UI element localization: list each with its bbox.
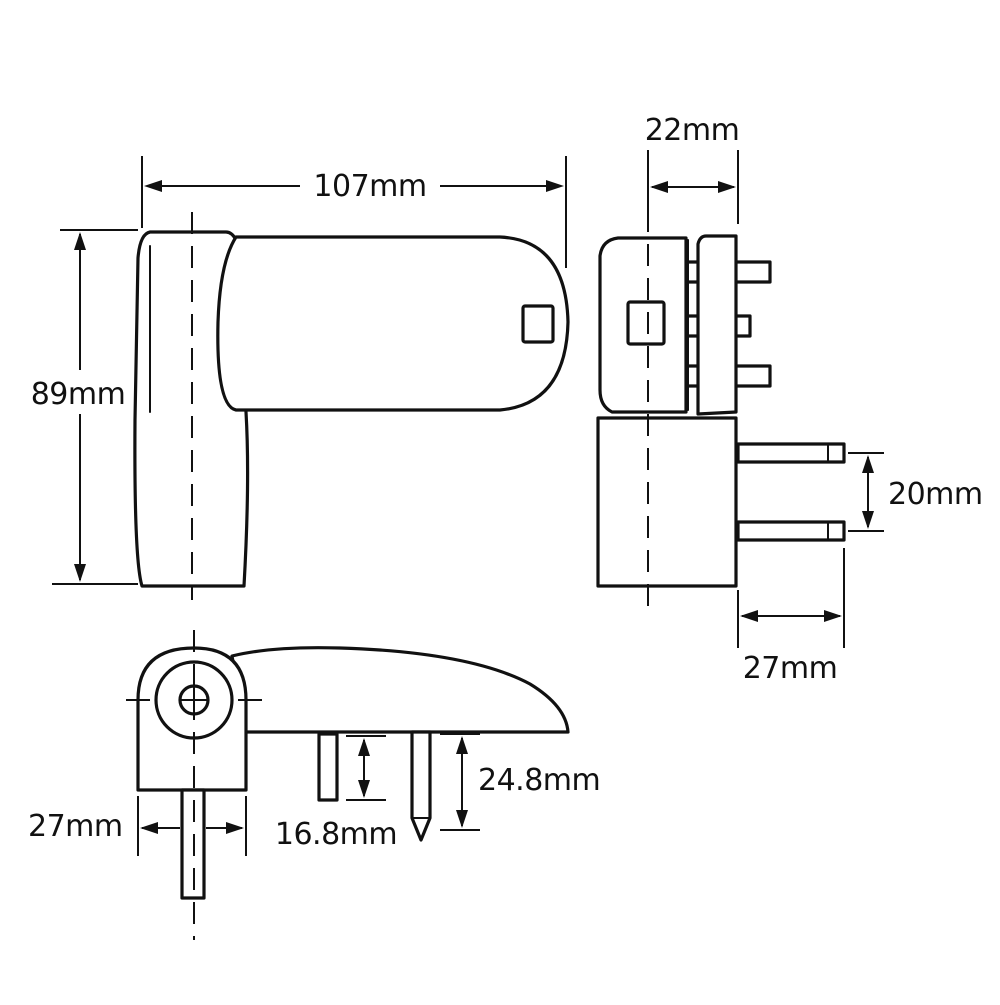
label-short-pin-length: 16.8mm	[275, 817, 397, 852]
front-notch	[521, 304, 555, 344]
dimension-overall-width: 107mm	[141, 156, 567, 268]
front-leaf	[216, 235, 570, 412]
label-bottom-pin-offset: 27mm	[28, 809, 123, 844]
dimension-overall-height: 89mm	[31, 229, 138, 585]
label-side-pin-length: 27mm	[743, 651, 838, 686]
dimension-side-pin-length: 27mm	[737, 548, 845, 686]
dimension-short-pin-length: 16.8mm	[275, 735, 398, 852]
side-back-plate	[696, 234, 738, 416]
label-pin-spacing: 20mm	[888, 477, 983, 512]
label-overall-height: 89mm	[31, 377, 126, 412]
label-overall-width: 107mm	[313, 169, 426, 204]
label-long-pin-length: 24.8mm	[478, 763, 600, 798]
front-view	[133, 212, 570, 600]
side-notch	[626, 300, 666, 346]
bottom-view	[126, 630, 570, 940]
label-side-top-depth: 22mm	[645, 113, 740, 148]
side-upper-block	[598, 236, 688, 414]
bottom-leaf	[230, 646, 570, 734]
side-lower-body	[596, 416, 738, 588]
side-lower-pin-2	[736, 520, 846, 542]
bottom-long-pin	[410, 730, 432, 842]
dimension-bottom-pin-offset: 27mm	[28, 796, 247, 856]
side-view	[596, 210, 846, 616]
dimension-long-pin-length: 24.8mm	[440, 733, 601, 831]
dimension-pin-spacing: 20mm	[848, 452, 983, 532]
side-lower-pin-1	[736, 442, 846, 464]
bottom-short-pin	[317, 732, 339, 802]
dimension-side-top-depth: 22mm	[645, 113, 740, 230]
